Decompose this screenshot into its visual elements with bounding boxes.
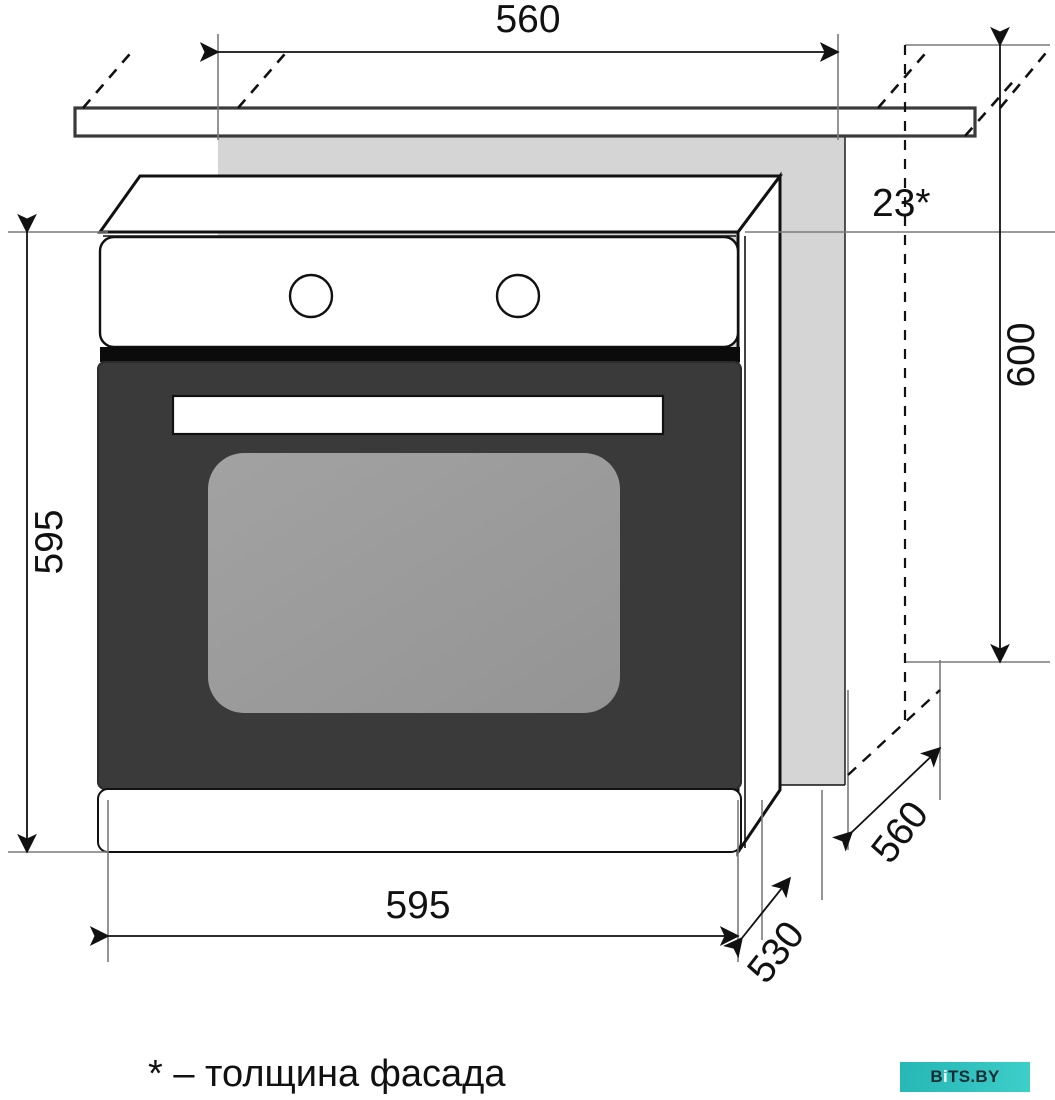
oven-top-panel [97,174,783,237]
dimension-label-595-left: 595 [28,509,71,574]
dimension-facade-thickness: 23* [872,182,931,225]
dimension-oven-depth: 530 [722,876,813,991]
panel-door-seam [100,347,740,362]
dimension-niche-depth: 560 [832,746,942,871]
control-panel [98,235,740,349]
site-logo[interactable]: BiTS.BY [900,1062,1030,1092]
control-knob-right [495,273,541,319]
dimension-label-560-depth: 560 [863,793,937,871]
door-window [208,453,620,713]
oven-door [97,361,742,790]
oven-bottom-panel [97,788,742,853]
dimension-label-23: 23* [872,182,931,225]
dimension-label-595-bottom: 595 [385,884,450,927]
site-logo-text: BiTS.BY [930,1067,999,1087]
countertop [73,106,977,138]
logo-highlight: i [942,1067,949,1086]
dimension-label-600: 600 [1000,322,1043,387]
logo-prefix: B [930,1067,943,1086]
footnote-text: * – толщина фасада [148,1053,506,1095]
dimension-niche-height: 600 [990,26,1043,664]
dimension-niche-width: 560 [199,0,840,62]
oven-side-panel [736,171,782,857]
logo-suffix: TS.BY [948,1067,1000,1086]
dimension-oven-height: 595 [17,213,71,854]
door-handle [171,394,665,436]
control-knob-left [288,273,334,319]
dimension-label-560-top: 560 [495,0,560,41]
dimension-label-530: 530 [739,913,813,991]
dimension-oven-width: 595 [89,884,740,946]
